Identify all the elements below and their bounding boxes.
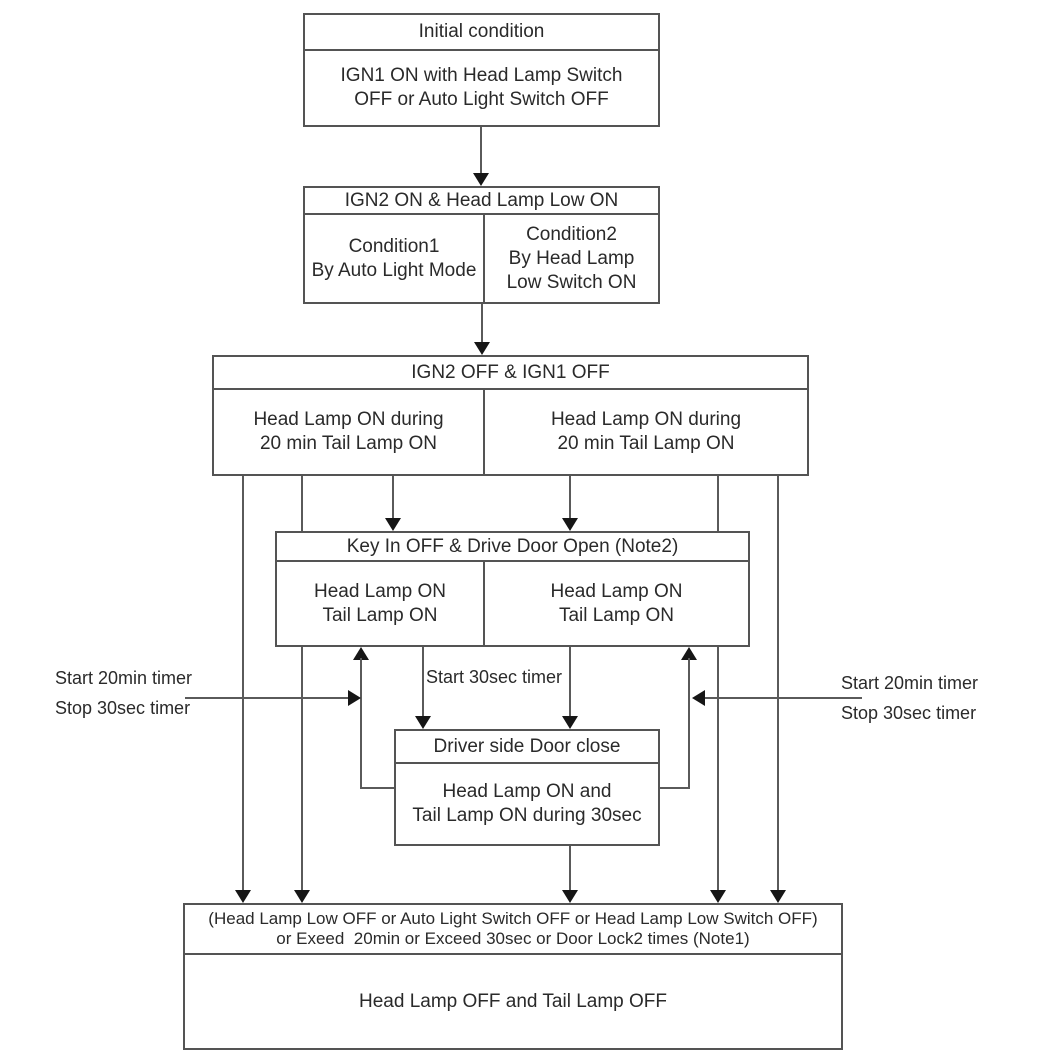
- connector-doorclose-to-keyinoff-left-horizontal: [360, 787, 396, 789]
- arrowhead-keyinoff-to-doorclose-right: [562, 716, 578, 729]
- connector-keyinoff-to-doorclose-left: [422, 647, 424, 717]
- ign2-off-right-cell: Head Lamp ON during 20 min Tail Lamp ON: [483, 390, 807, 474]
- key-in-off-box: Key In OFF & Drive Door Open (Note2) Hea…: [275, 531, 750, 647]
- connector-keyinoff-to-doorclose-right: [569, 647, 571, 717]
- arrowhead-keyinoff-to-doorclose-left: [415, 716, 431, 729]
- connector-ign2off-to-keyinoff-left: [392, 476, 394, 520]
- arrowhead-lampsoff-inner-left: [294, 890, 310, 903]
- ign2-on-box: IGN2 ON & Head Lamp Low ON Condition1 By…: [303, 186, 660, 304]
- key-in-off-title: Key In OFF & Drive Door Open (Note2): [277, 533, 748, 562]
- arrowhead-doorclose-to-lampsoff: [562, 890, 578, 903]
- ign2-on-title: IGN2 ON & Head Lamp Low ON: [305, 188, 658, 215]
- connector-doorclose-to-keyinoff-right-horizontal: [658, 787, 690, 789]
- left-timer-label: Start 20min timer Stop 30sec timer: [55, 668, 193, 718]
- ign2-off-left-cell: Head Lamp ON during 20 min Tail Lamp ON: [253, 409, 444, 454]
- connector-doorclose-to-lampsoff: [569, 846, 571, 892]
- initial-condition-title: Initial condition: [305, 15, 658, 51]
- arrowhead-lampsoff-outer-left: [235, 890, 251, 903]
- left-timer-arrowhead: [348, 690, 361, 706]
- connector-ign2off-to-lampsoff-inner-left: [301, 476, 303, 892]
- left-timer-arrow-line: [185, 697, 349, 699]
- driver-door-close-box: Driver side Door close Head Lamp ON and …: [394, 729, 660, 846]
- ign2-off-box: IGN2 OFF & IGN1 OFF Head Lamp ON during …: [212, 355, 809, 476]
- connector-initial-to-ign2on: [480, 127, 482, 177]
- key-in-off-left-cell: Head Lamp ON Tail Lamp ON: [313, 580, 446, 626]
- connector-ign2off-to-lampsoff-inner-right: [717, 476, 719, 892]
- arrowhead-ign2on-to-ign2off: [474, 342, 490, 355]
- connector-doorclose-to-keyinoff-left-vertical: [360, 658, 362, 789]
- lamps-off-title: (Head Lamp Low OFF or Auto Light Switch …: [185, 905, 841, 955]
- connector-ign2off-to-keyinoff-right: [569, 476, 571, 520]
- connector-doorclose-to-keyinoff-right-vertical: [688, 658, 690, 789]
- lamps-off-box: (Head Lamp Low OFF or Auto Light Switch …: [183, 903, 843, 1050]
- arrowhead-lampsoff-outer-right: [770, 890, 786, 903]
- arrowhead-ign2off-to-keyinoff-left: [385, 518, 401, 531]
- arrowhead-initial-to-ign2on: [473, 173, 489, 186]
- connector-ign2off-to-lampsoff-outer-left: [242, 476, 244, 892]
- initial-condition-body: IGN1 ON with Head Lamp Switch OFF or Aut…: [340, 65, 623, 110]
- connector-ign2on-to-ign2off: [481, 304, 483, 346]
- ign2-on-condition2-cell: Condition2 By Head Lamp Low Switch ON: [483, 215, 658, 302]
- lamps-off-body: Head Lamp OFF and Tail Lamp OFF: [359, 990, 667, 1012]
- ign2-off-title: IGN2 OFF & IGN1 OFF: [214, 357, 807, 390]
- start-30sec-timer-label: Start 30sec timer: [426, 667, 563, 687]
- ign2-on-condition1-cell: Condition1 By Auto Light Mode: [311, 235, 477, 281]
- arrowhead-ign2off-to-keyinoff-right: [562, 518, 578, 531]
- right-timer-label: Start 20min timer Stop 30sec timer: [841, 673, 979, 723]
- initial-condition-box: Initial condition IGN1 ON with Head Lamp…: [303, 13, 660, 127]
- connector-ign2off-to-lampsoff-outer-right: [777, 476, 779, 892]
- arrowhead-doorclose-to-keyinoff-left: [353, 647, 369, 660]
- driver-door-close-title: Driver side Door close: [396, 731, 658, 764]
- right-timer-arrowhead: [692, 690, 705, 706]
- arrowhead-lampsoff-inner-right: [710, 890, 726, 903]
- arrowhead-doorclose-to-keyinoff-right: [681, 647, 697, 660]
- key-in-off-right-cell: Head Lamp ON Tail Lamp ON: [483, 562, 748, 645]
- driver-door-close-body: Head Lamp ON and Tail Lamp ON during 30s…: [412, 781, 642, 826]
- right-timer-arrow-line: [705, 697, 862, 699]
